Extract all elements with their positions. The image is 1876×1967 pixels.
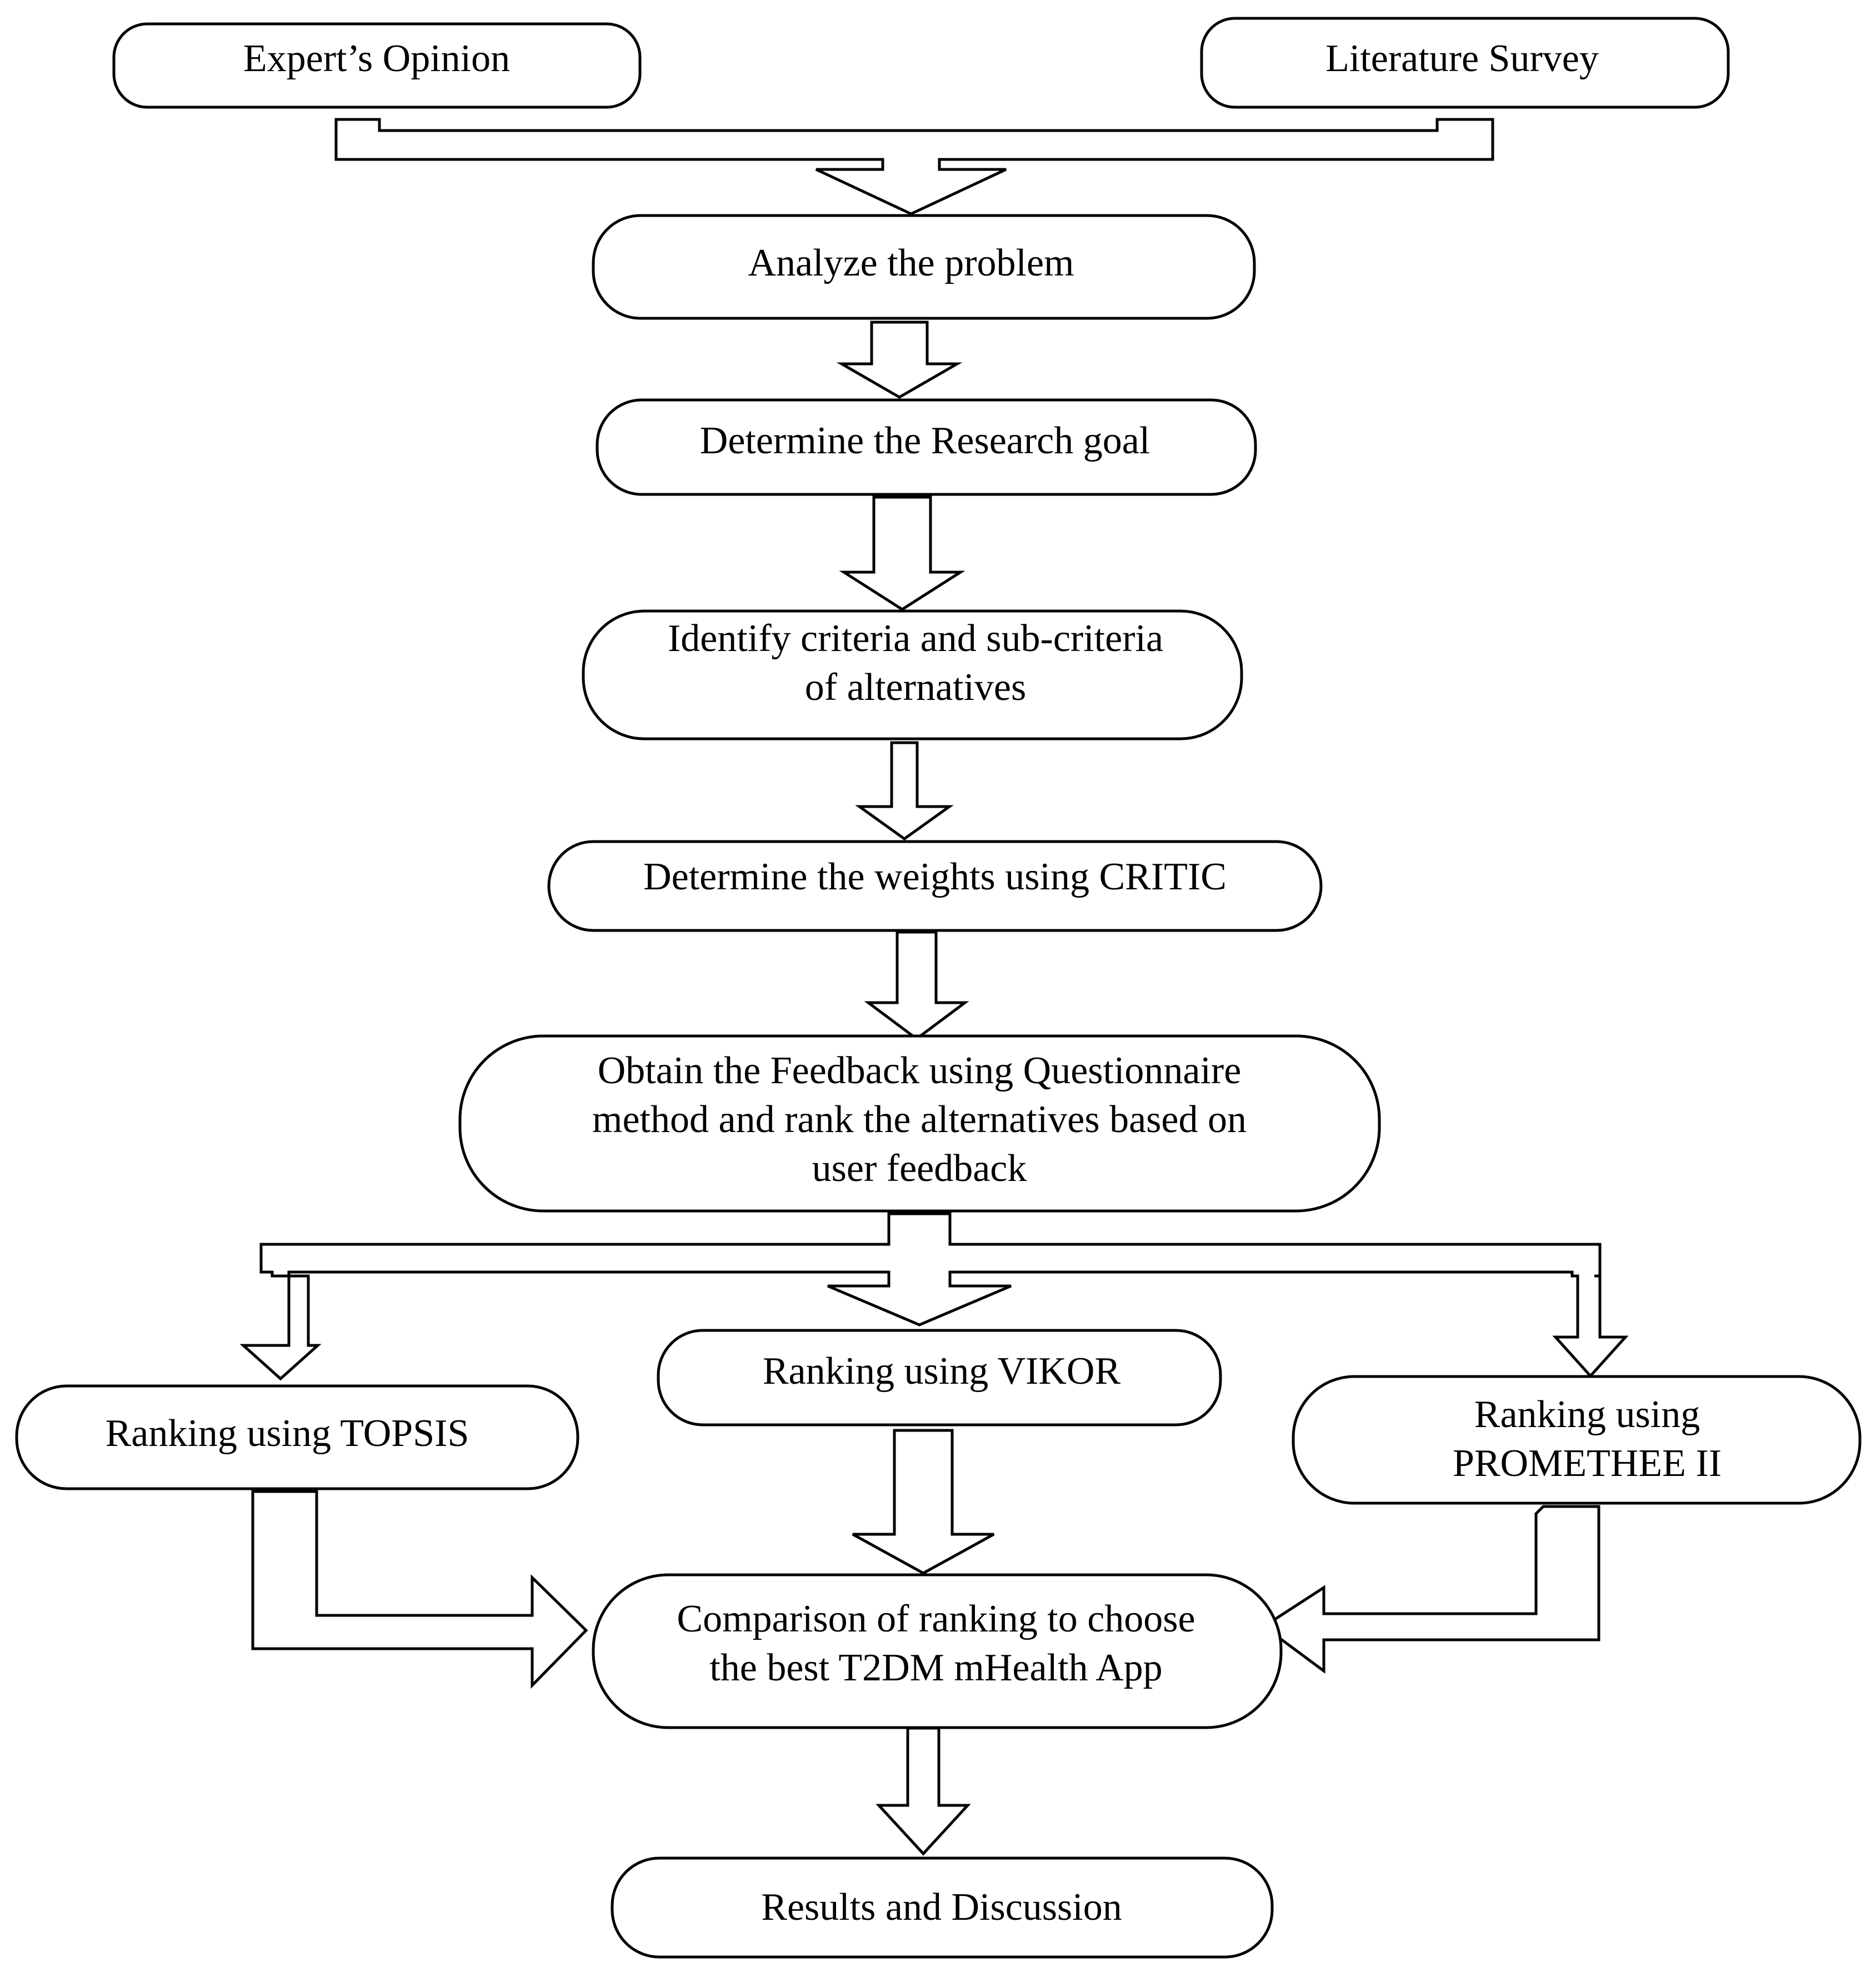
box-critic-weights: Determine the weights using CRITIC <box>547 840 1323 932</box>
node-label-line: of alternatives <box>805 666 1026 709</box>
node-label-line: Ranking using <box>1474 1393 1700 1436</box>
box-literature-survey: Literature Survey <box>1200 17 1730 109</box>
arrow-goal-to-criteria <box>839 495 965 611</box>
node-label-line: Analyze the problem <box>748 242 1074 284</box>
arrow-promethee-to-comparison <box>1261 1505 1600 1674</box>
box-ranking-vikor: Ranking using VIKOR <box>657 1329 1222 1427</box>
arrow-analyze-to-goal <box>836 321 963 399</box>
box-expert-opinion: Expert’s Opinion <box>112 22 642 109</box>
node-label-line: Determine the weights using CRITIC <box>643 855 1227 898</box>
box-obtain-feedback: Obtain the Feedback using Questionnaire m… <box>458 1034 1381 1213</box>
node-label-line: Determine the Research goal <box>700 419 1150 462</box>
box-ranking-topsis: Ranking using TOPSIS <box>15 1384 579 1490</box>
arrow-comparison-to-results <box>876 1726 971 1856</box>
node-label-line: Results and Discussion <box>761 1886 1122 1929</box>
box-identify-criteria: Identify criteria and sub-criteria of alt… <box>582 609 1243 740</box>
node-label-line: Obtain the Feedback using Questionnaire <box>598 1049 1242 1092</box>
node-label-line: Literature Survey <box>1325 37 1599 80</box>
node-label-line: Expert’s Opinion <box>243 37 510 80</box>
box-research-goal: Determine the Research goal <box>596 398 1257 496</box>
arrow-criteria-to-critic <box>855 741 954 841</box>
box-comparison: Comparison of ranking to choose the best … <box>592 1573 1283 1729</box>
node-label-line: PROMETHEE II <box>1453 1442 1722 1485</box>
split-arrow-feedback-to-rankings <box>239 1212 1629 1381</box>
node-label-line: Ranking using VIKOR <box>763 1350 1121 1393</box>
arrow-vikor-to-comparison <box>852 1429 995 1575</box>
arrow-topsis-to-comparison <box>251 1490 588 1689</box>
box-results-discussion: Results and Discussion <box>611 1856 1274 1959</box>
node-label-line: user feedback <box>812 1147 1027 1190</box>
merge-arrow-sources-to-analyze <box>334 118 1494 216</box>
node-label-line: Ranking using TOPSIS <box>106 1412 469 1455</box>
arrows <box>239 118 1629 1856</box>
arrow-critic-to-feedback <box>864 930 969 1041</box>
box-analyze-problem: Analyze the problem <box>592 214 1256 320</box>
node-label-line: Comparison of ranking to choose <box>677 1598 1195 1640</box>
node-label-line: method and rank the alternatives based o… <box>592 1098 1247 1141</box>
node-label-line: Identify criteria and sub-criteria <box>668 617 1163 660</box>
node-label-line: the best T2DM mHealth App <box>709 1646 1162 1689</box>
